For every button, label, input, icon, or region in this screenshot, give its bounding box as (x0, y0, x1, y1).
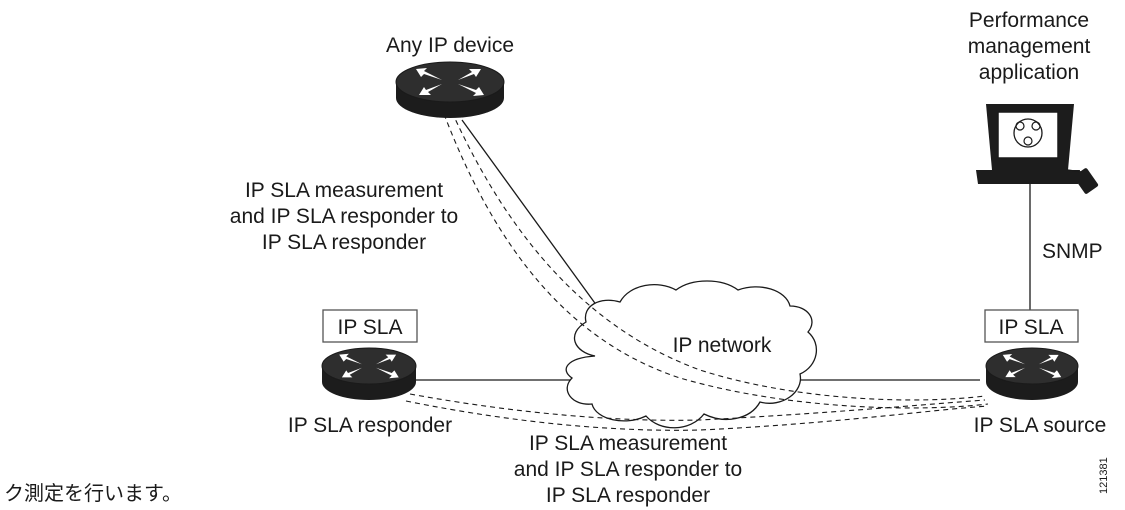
perf-app-label-line-2: management (968, 35, 1091, 58)
measurement-upper-line-3: IP SLA responder (262, 231, 426, 254)
connection-lines (410, 119, 1031, 381)
workstation-icon (976, 104, 1099, 194)
perf-app-label: Performance management application (968, 9, 1091, 84)
source-label: IP SLA source (974, 414, 1107, 437)
measurement-lower-line-2: and IP SLA responder to (514, 458, 742, 481)
measurement-upper-line-2: and IP SLA responder to (230, 205, 458, 228)
caption-fragment: ク測定を行います。 (4, 481, 182, 505)
ip-network-cloud (565, 280, 818, 429)
dashed-path-lower-2 (405, 400, 989, 431)
responder-router-icon (321, 347, 417, 400)
measurement-upper-line-1: IP SLA measurement (245, 179, 443, 202)
link-top-device-to-cloud (461, 119, 614, 329)
figure-number: 121381 (1098, 457, 1110, 494)
snmp-label: SNMP (1042, 240, 1103, 263)
perf-app-label-line-1: Performance (969, 9, 1089, 32)
measurement-lower-line-3: IP SLA responder (546, 484, 710, 507)
source-badge-label: IP SLA (999, 316, 1064, 339)
source-router-icon (985, 347, 1079, 400)
any-ip-device-router-icon (395, 61, 505, 118)
any-ip-device-label: Any IP device (386, 34, 514, 57)
measurement-label-upper: IP SLA measurement and IP SLA responder … (230, 179, 458, 254)
responder-ip-sla-badge: IP SLA (322, 309, 418, 343)
dashed-path-upper-1 (451, 111, 986, 401)
source-ip-sla-badge: IP SLA (984, 309, 1079, 343)
measurement-paths (405, 111, 989, 431)
dashed-path-lower-1 (409, 393, 986, 421)
perf-app-label-line-3: application (979, 61, 1079, 84)
measurement-label-lower: IP SLA measurement and IP SLA responder … (514, 432, 742, 507)
responder-label: IP SLA responder (288, 414, 452, 437)
ip-network-label: IP network (673, 334, 772, 357)
responder-badge-label: IP SLA (338, 316, 403, 339)
measurement-lower-line-1: IP SLA measurement (529, 432, 727, 455)
